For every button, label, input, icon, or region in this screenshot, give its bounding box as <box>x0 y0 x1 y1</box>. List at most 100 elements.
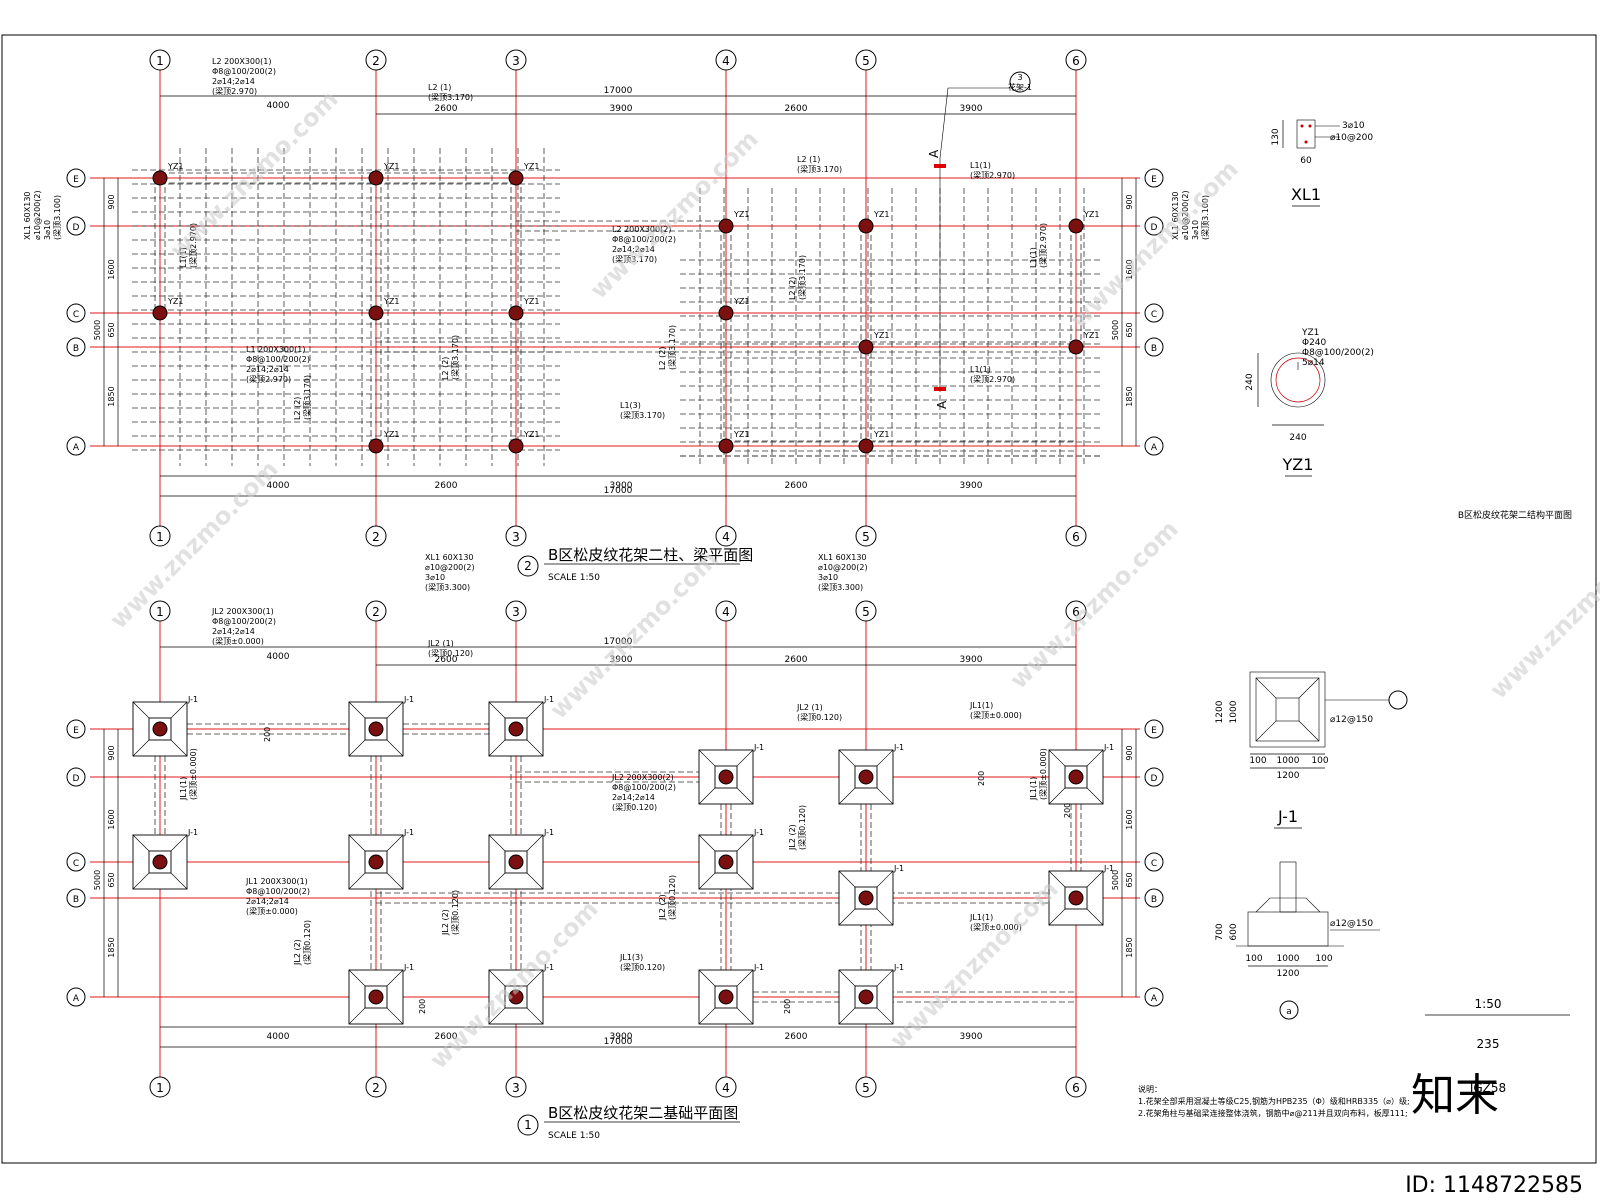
axis-label-A: A <box>1151 994 1158 1004</box>
beam-spec: L2 200X300(1) <box>212 57 271 66</box>
beam-spec: Φ8@100/200(2) <box>246 355 310 364</box>
footing-slope <box>526 739 544 757</box>
axis-bubble-6 <box>1065 600 1087 622</box>
beam-spec: Φ8@100/200(2) <box>612 235 676 244</box>
column-label: YZ1 <box>523 162 539 171</box>
dim-vertical: 1850 <box>1125 386 1134 406</box>
beam-spec-vertical: XL1 60X130 <box>1171 192 1180 241</box>
footing-label: J-1 <box>753 963 764 972</box>
column-yz1 <box>858 218 874 234</box>
j1-slope <box>1298 720 1320 742</box>
axis-bubble-D <box>66 767 86 787</box>
axis-bubble-2 <box>365 525 387 547</box>
beam-spec: 2⌀14;2⌀14 <box>246 897 289 906</box>
axis-label-1: 1 <box>156 1081 164 1095</box>
notes-title: 说明： <box>1138 1084 1162 1094</box>
beam-spec: L1(1) <box>970 365 991 374</box>
beam-gap-dim: 200 <box>977 771 986 786</box>
footing-slope <box>348 834 366 852</box>
axis-label-6: 6 <box>1072 54 1080 68</box>
axis-bubble-B <box>1144 888 1164 908</box>
footing-slope <box>170 834 188 852</box>
callout-leader <box>939 87 949 159</box>
axis-bubble-D <box>1144 767 1164 787</box>
yz1-diameter-v: 240 <box>1245 373 1255 390</box>
footing-slope <box>876 870 894 888</box>
column-yz1 <box>718 854 734 870</box>
axis-bubble-C <box>66 303 86 323</box>
footing-label: J-1 <box>753 828 764 837</box>
column-label: YZ1 <box>733 430 749 439</box>
column-label: YZ1 <box>383 430 399 439</box>
beam-gap-dim: 200 <box>1063 803 1072 818</box>
beam-spec-vertical: (梁顶3.100) <box>53 195 62 240</box>
footing-slope <box>1048 908 1066 926</box>
axis-bubble-5 <box>855 49 877 71</box>
dim-left: 4000 <box>267 481 290 491</box>
axis-label-6: 6 <box>1072 605 1080 619</box>
beam-spec-vertical: JL2 (2) <box>293 939 302 966</box>
dim-total: 17000 <box>604 486 633 496</box>
dim-vertical: 900 <box>1125 745 1134 760</box>
column-label: YZ1 <box>167 162 183 171</box>
footing-slope <box>838 787 856 805</box>
column-yz1 <box>858 339 874 355</box>
column-yz1 <box>858 438 874 454</box>
footing-slope <box>876 749 894 767</box>
dim-total: 17000 <box>604 637 633 647</box>
footing-label: J-1 <box>187 828 198 837</box>
beam-spec-vertical: ⌀10@200(2) <box>33 190 42 240</box>
axis-label-E: E <box>1151 175 1157 185</box>
beam-spec: (梁顶2.970) <box>970 375 1015 384</box>
note-1: 1.花架全部采用混凝土等级C25,钢筋为HPB235（Φ）级和HRB335（⌀）… <box>1138 1096 1410 1106</box>
watermark-layer: www.znzmo.com www.znzmo.com www.znzmo.co… <box>104 85 1600 1074</box>
axis-bubble-D <box>1144 216 1164 236</box>
j1-slope <box>1255 720 1277 742</box>
dim-total-vertical: 5000 <box>1111 320 1120 340</box>
beam-spec: JL2 200X300(2) <box>611 773 674 782</box>
column-yz1 <box>1068 769 1084 785</box>
beam-spec: (梁顶3.170) <box>612 255 657 264</box>
beam-spec-vertical: L1(1) <box>1029 247 1038 268</box>
column-yz1 <box>508 854 524 870</box>
axis-label-2: 2 <box>372 54 380 68</box>
yz1-spec-2: Φ240 <box>1302 338 1327 348</box>
beam-spec: JL2 200X300(1) <box>211 607 274 616</box>
watermark: www.znzmo.com <box>544 545 723 724</box>
footing-slope <box>386 739 404 757</box>
footing-slope <box>838 870 856 888</box>
axis-label-6: 6 <box>1072 1081 1080 1095</box>
beam-spec-vertical: L1(1) <box>179 247 188 268</box>
axis-label-B: B <box>73 895 79 905</box>
beam-spec: 2⌀14;2⌀14 <box>612 245 655 254</box>
axis-label-5: 5 <box>862 54 870 68</box>
axis-label-E: E <box>73 726 79 736</box>
beam-gap-dim: 200 <box>418 999 427 1014</box>
axis-bubble-1 <box>149 49 171 71</box>
beam-spec-vertical: JL2 (2) <box>788 824 797 851</box>
rebar-dot <box>1308 124 1312 128</box>
a-dim-6: 100 <box>1315 954 1332 964</box>
beam-spec: 3⌀10 <box>818 573 838 582</box>
dim-span: 3900 <box>960 104 983 114</box>
j1-column <box>1275 697 1300 722</box>
dim-total-vertical: 5000 <box>93 320 102 340</box>
beam-spec: JL2 (1) <box>796 703 823 712</box>
j1-footing-detail: ⌀12@150 1200 1000 100 1000 100 1200 J-1 <box>1215 671 1408 829</box>
yz1-spec-3: Φ8@100/200(2) <box>1302 348 1374 358</box>
xl1-section-detail: 130 60 3⌀10 ⌀10@200 XL1 <box>1271 119 1373 207</box>
footing-slope <box>526 872 544 890</box>
axis-bubble-A <box>1144 436 1164 456</box>
footing-slope <box>386 969 404 987</box>
footing-slope <box>348 701 366 719</box>
beam-spec-vertical: L2 (2) <box>658 347 667 370</box>
footing-slope <box>488 739 506 757</box>
watermark: www.znzmo.com <box>884 875 1063 1054</box>
dim-vertical: 650 <box>1125 322 1134 337</box>
sheet-plan-name: B区松皮纹花架二结构平面图 <box>1458 509 1572 521</box>
beam-spec-vertical: (梁顶0.120) <box>798 805 807 850</box>
top-plan-title-block: 2 B区松皮纹花架二柱、梁平面图 SCALE 1:50 <box>517 546 753 583</box>
pier <box>1279 861 1297 913</box>
footing-slope <box>838 908 856 926</box>
axis-bubble-C <box>1144 303 1164 323</box>
